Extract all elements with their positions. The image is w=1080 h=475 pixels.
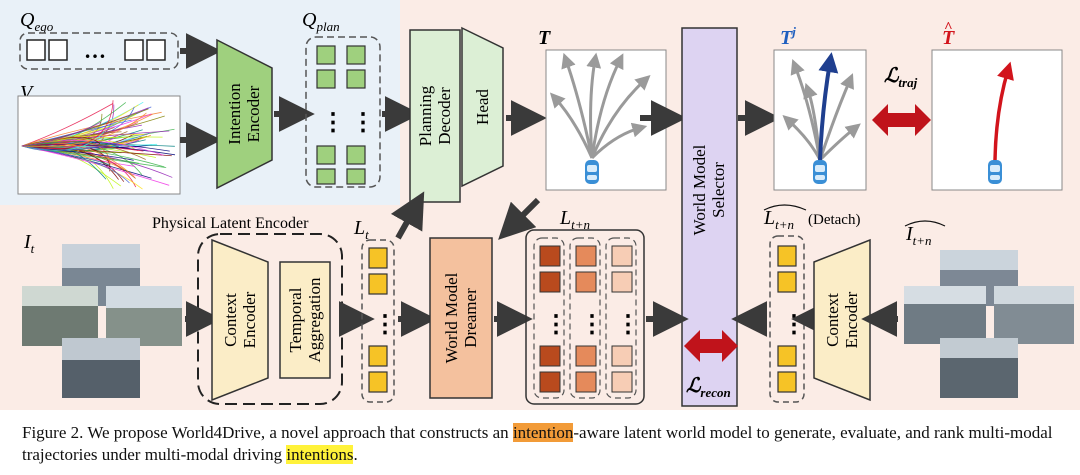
ltn-vdots: ⋮ <box>580 312 604 338</box>
planning-decoder <box>409 29 461 203</box>
detach-label: (Detach) <box>808 212 860 228</box>
vocabulary-trajectory-line <box>21 141 120 148</box>
l-traj-label: ℒtraj <box>884 65 918 90</box>
world-model-selector-label: World ModelSelector <box>690 144 728 235</box>
q-plan-vdots: ⋮ <box>351 110 375 136</box>
head-label: Head <box>473 89 492 125</box>
selected-trajectory <box>818 52 839 161</box>
itn-hat-label: It+n <box>905 223 932 248</box>
it-label: It <box>23 231 35 256</box>
q-plan-box <box>305 36 381 188</box>
q-ego-token <box>26 39 46 61</box>
ltn-vdots: ⋮ <box>616 312 640 338</box>
q-ego-token <box>146 39 166 61</box>
planning-decoder-label: PlanningDecoder <box>416 85 454 146</box>
vocabulary-trajectory-line <box>21 132 150 151</box>
arrow-t-to-dreamer <box>498 197 541 240</box>
q-ego-ellipsis: … <box>84 38 106 63</box>
ltn-hat-vdots: ⋮ <box>782 312 806 338</box>
camera-images-itn <box>904 250 1074 398</box>
ltn-label: Lt+n <box>559 207 590 232</box>
candidate-trajectories <box>549 52 651 160</box>
tj-label: Tj <box>780 24 796 49</box>
q-ego-token <box>48 39 68 61</box>
ego-car-icon <box>988 160 1002 184</box>
head-block <box>461 26 504 188</box>
context-encoder <box>211 238 269 402</box>
l-recon-label: ℒrecon <box>686 375 731 400</box>
ltn-hat-tokens <box>777 245 797 393</box>
context-encoder-right-label: ContextEncoder <box>823 291 861 348</box>
temporal-aggregation <box>279 261 331 379</box>
q-plan-label: Qplan <box>302 9 340 34</box>
arrow-lt-to-decoder <box>390 191 425 240</box>
context-encoder-right <box>813 238 871 402</box>
vocabulary-trajectory-line <box>21 103 114 147</box>
highlight-intention: intention <box>512 423 574 442</box>
ltn-vdots: ⋮ <box>544 312 568 338</box>
t-hat-hat: ^ <box>944 20 953 36</box>
figure-caption: Figure 2. We propose World4Drive, a nove… <box>22 423 1053 464</box>
ground-truth-trajectory <box>993 61 1014 161</box>
itn-hat-accent <box>904 220 946 227</box>
context-encoder-label: ContextEncoder <box>221 291 259 348</box>
highlight-intentions: intentions <box>286 445 354 464</box>
q-plan-tokens <box>316 45 366 185</box>
lt-box <box>361 239 395 403</box>
world-model-dreamer-label: World ModelDreamer <box>442 272 480 363</box>
q-plan-vdots: ⋮ <box>321 110 345 136</box>
world4drive-diagram: Qego … V IntentionEncoder Qplan ⋮ ⋮ Plan… <box>0 0 1080 410</box>
intention-encoder <box>216 38 273 190</box>
temporal-aggregation-label: TemporalAggregation <box>286 277 324 362</box>
ltn-hat-accent <box>763 204 807 211</box>
q-ego-label: Qego <box>20 9 54 34</box>
vocabulary-trajectory-line <box>21 127 102 147</box>
vocabulary-trajectory-line <box>21 145 172 157</box>
vocabulary-trajectory-line <box>21 137 101 147</box>
physical-latent-encoder-label: Physical Latent Encoder <box>152 215 309 232</box>
ltn-hat-label: Lt+n <box>763 207 794 232</box>
l-recon-double-arrow <box>684 330 738 362</box>
vocabulary-trajectory-line <box>21 112 147 147</box>
ego-car-icon <box>813 160 827 184</box>
q-ego-token <box>124 39 144 61</box>
ego-car-icon <box>585 160 599 184</box>
t-label: T <box>538 27 551 49</box>
world-model-dreamer <box>429 237 493 399</box>
q-ego-box <box>19 32 179 70</box>
ltn-groups <box>533 237 637 399</box>
ltn-outer-box <box>525 229 645 405</box>
trajectory-fan <box>21 100 176 190</box>
camera-images-it <box>22 244 182 398</box>
lt-tokens <box>368 247 388 393</box>
t-hat-label: T <box>942 27 955 49</box>
intention-encoder-label: IntentionEncoder <box>225 83 263 145</box>
lt-vdots: ⋮ <box>373 312 397 338</box>
vocabulary-trajectory-line <box>21 121 102 147</box>
lt-label: Lt <box>353 217 369 242</box>
l-traj-double-arrow <box>872 104 931 136</box>
